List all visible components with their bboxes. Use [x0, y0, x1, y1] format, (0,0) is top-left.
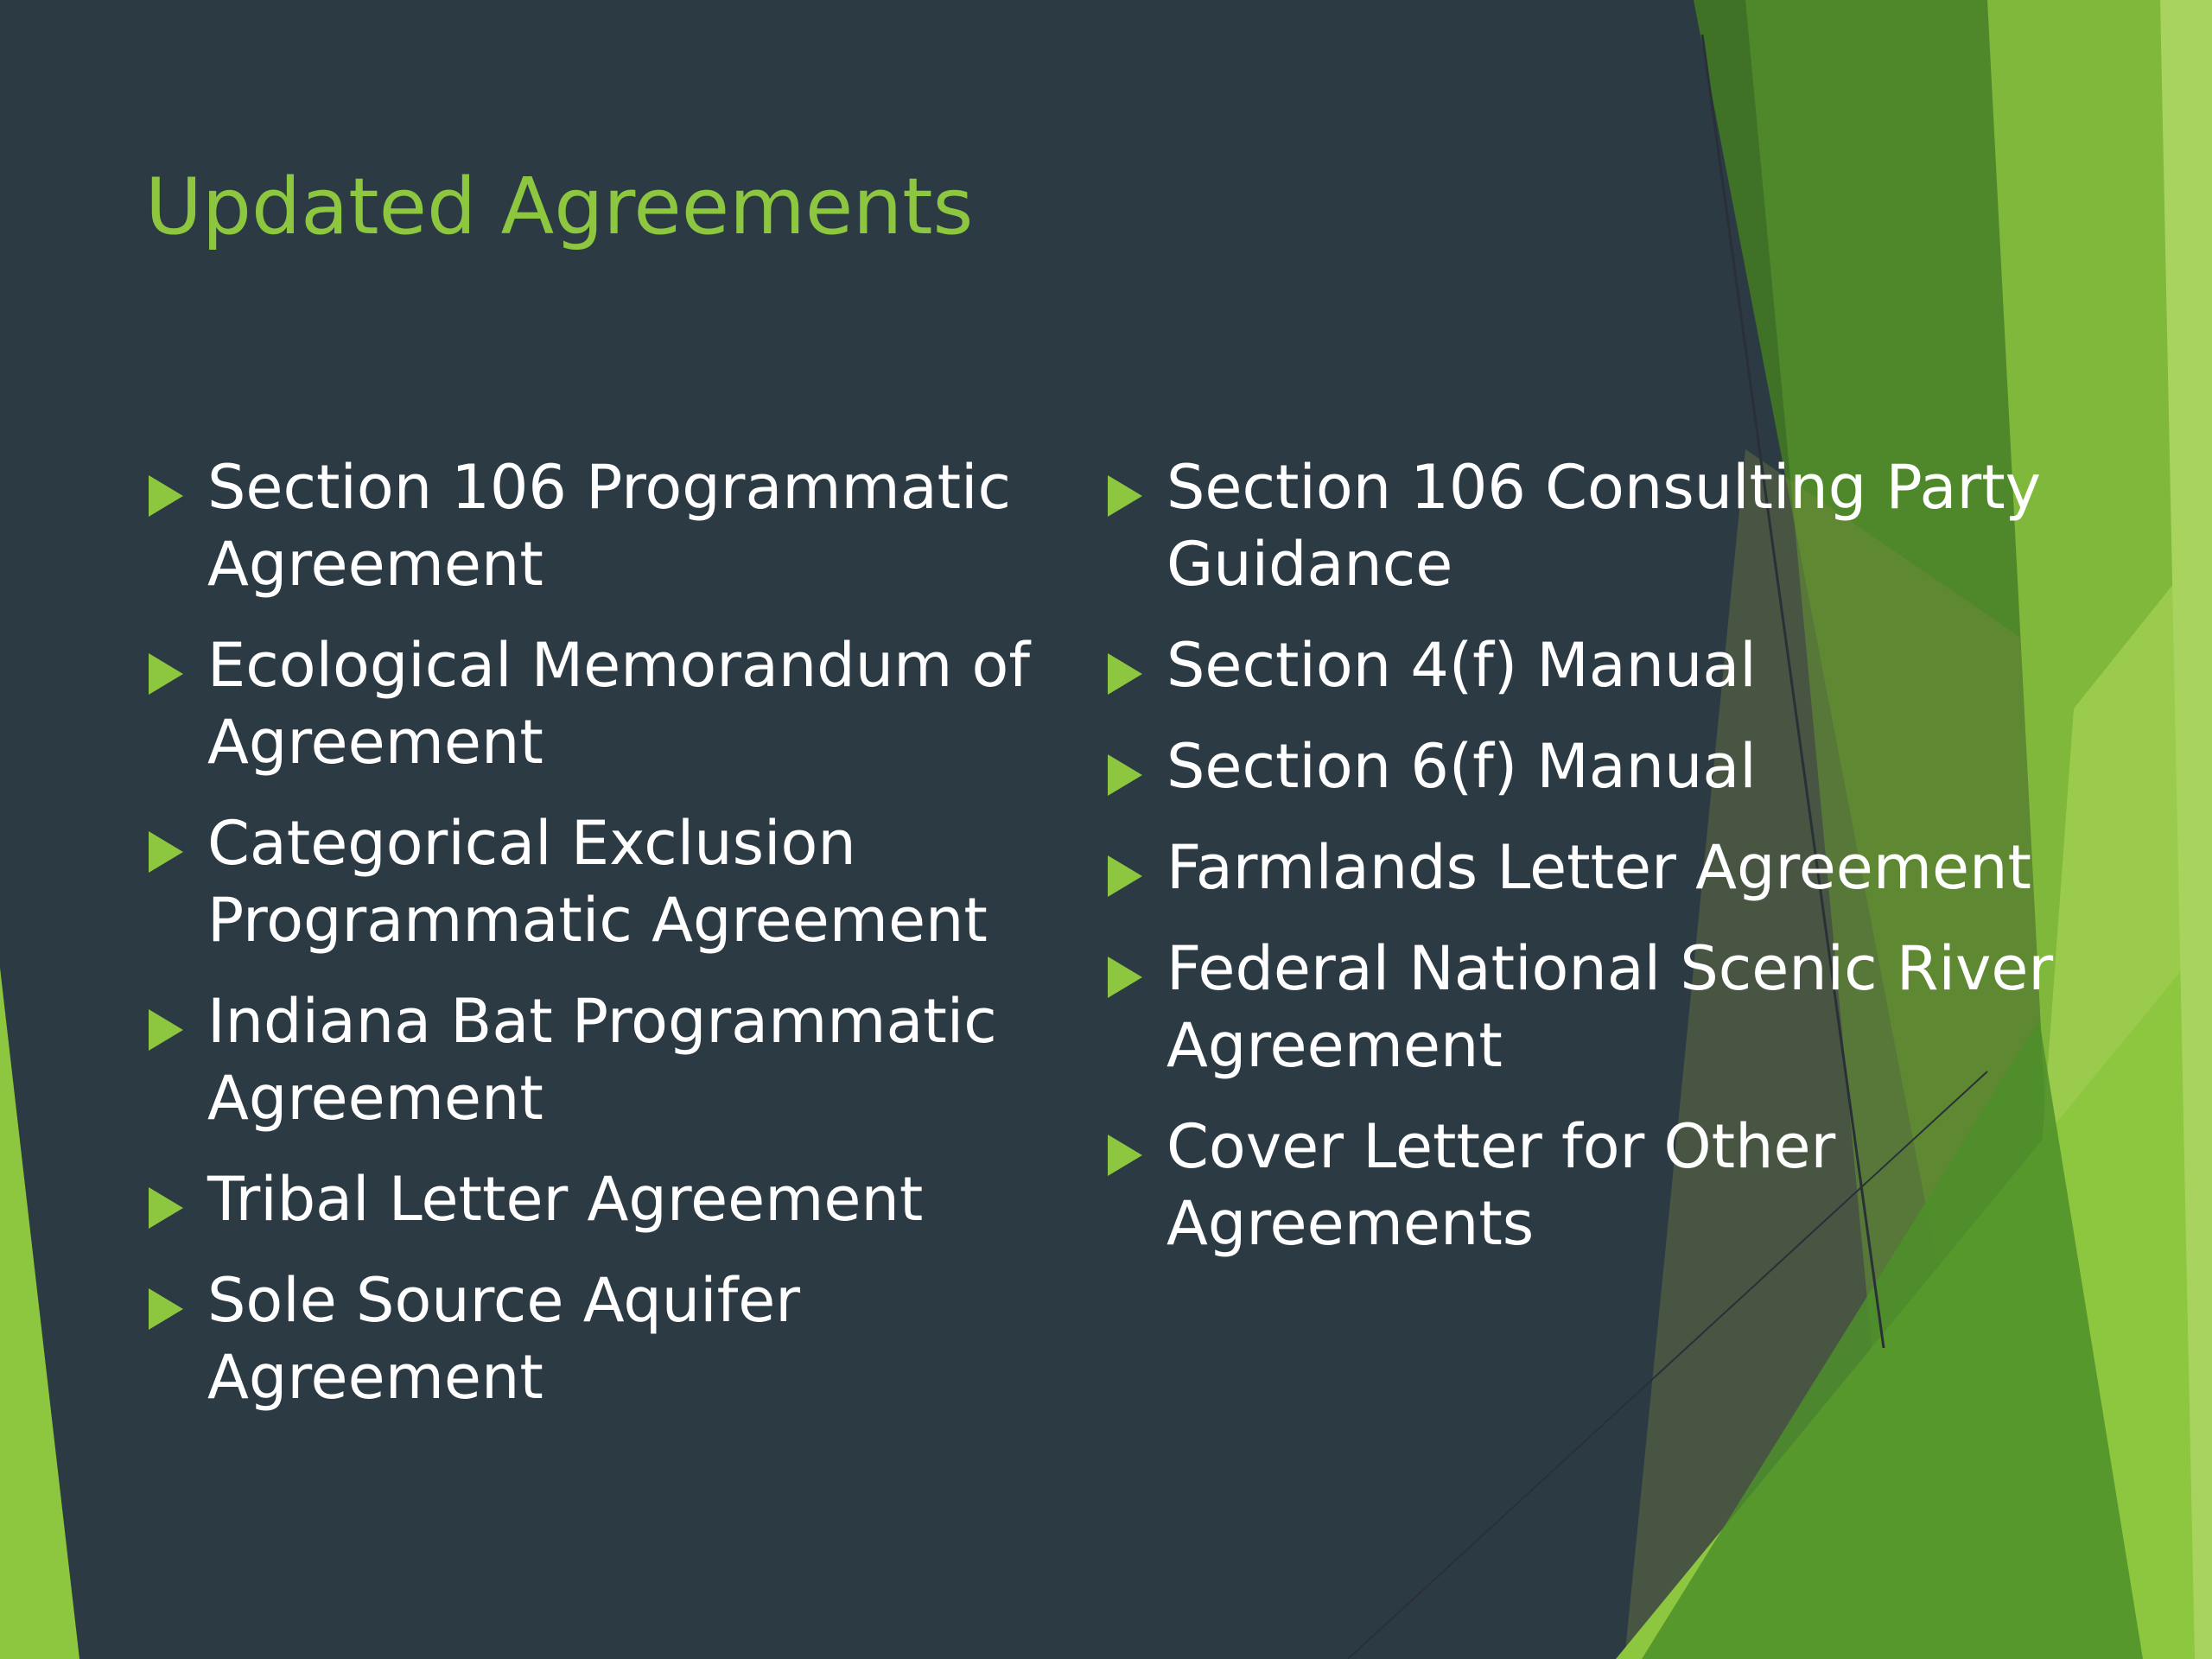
list-item: Indiana Bat Programmatic Agreement	[145, 983, 1113, 1137]
list-item-text: Federal National Scenic River Agreement	[1166, 933, 2054, 1081]
triangle-right-icon	[149, 831, 183, 873]
triangle-right-icon	[149, 1187, 183, 1229]
triangle-right-icon	[1108, 855, 1142, 897]
right-bullet-list: Section 106 Consulting Party Guidance Se…	[1104, 449, 2124, 1287]
triangle-right-icon	[1108, 653, 1142, 695]
list-item-text: Tribal Letter Agreement	[207, 1164, 924, 1235]
list-item: Section 106 Consulting Party Guidance	[1104, 449, 2124, 603]
slide-title: Updated Agreements	[145, 162, 974, 252]
left-bullet-list: Section 106 Programmatic Agreement Ecolo…	[145, 449, 1113, 1440]
list-item: Section 6(f) Manual	[1104, 728, 2124, 805]
triangle-right-icon	[149, 1009, 183, 1051]
triangle-right-icon	[149, 1288, 183, 1330]
triangle-right-icon	[149, 653, 183, 695]
list-item-text: Farmlands Letter Agreement	[1166, 832, 2031, 903]
bottom-right-mid-green-wedge	[1642, 1020, 2143, 1659]
list-item-text: Ecological Memorandum of Agreement	[207, 630, 1031, 778]
triangle-right-icon	[149, 475, 183, 517]
list-item-text: Indiana Bat Programmatic Agreement	[207, 986, 997, 1134]
list-item-text: Section 6(f) Manual	[1166, 731, 1757, 802]
list-item: Cover Letter for Other Agreements	[1104, 1109, 2124, 1262]
thin-line-vertical	[1700, 34, 1885, 1349]
list-item-text: Cover Letter for Other Agreements	[1166, 1111, 1836, 1259]
list-item: Farmlands Letter Agreement	[1104, 830, 2124, 906]
list-item-text: Categorical Exclusion Programmatic Agree…	[207, 808, 988, 956]
list-item-text: Section 106 Consulting Party Guidance	[1166, 452, 2042, 600]
list-item: Section 106 Programmatic Agreement	[145, 449, 1113, 603]
list-item: Categorical Exclusion Programmatic Agree…	[145, 805, 1113, 959]
triangle-right-icon	[1108, 754, 1142, 796]
triangle-right-icon	[1108, 1135, 1142, 1176]
triangle-right-icon	[1108, 475, 1142, 517]
list-item-text: Section 4(f) Manual	[1166, 630, 1757, 701]
right-edge-highlight	[2160, 0, 2212, 1659]
list-item-text: Sole Source Aquifer Agreement	[207, 1265, 801, 1413]
list-item: Ecological Memorandum of Agreement	[145, 627, 1113, 781]
list-item: Tribal Letter Agreement	[145, 1161, 1113, 1238]
list-item: Section 4(f) Manual	[1104, 627, 2124, 704]
list-item: Federal National Scenic River Agreement	[1104, 931, 2124, 1084]
list-item: Sole Source Aquifer Agreement	[145, 1262, 1113, 1416]
triangle-right-icon	[1108, 957, 1142, 998]
left-green-shape	[0, 968, 79, 1659]
list-item-text: Section 106 Programmatic Agreement	[207, 452, 1011, 600]
thin-line-diagonal	[1347, 1071, 1988, 1659]
